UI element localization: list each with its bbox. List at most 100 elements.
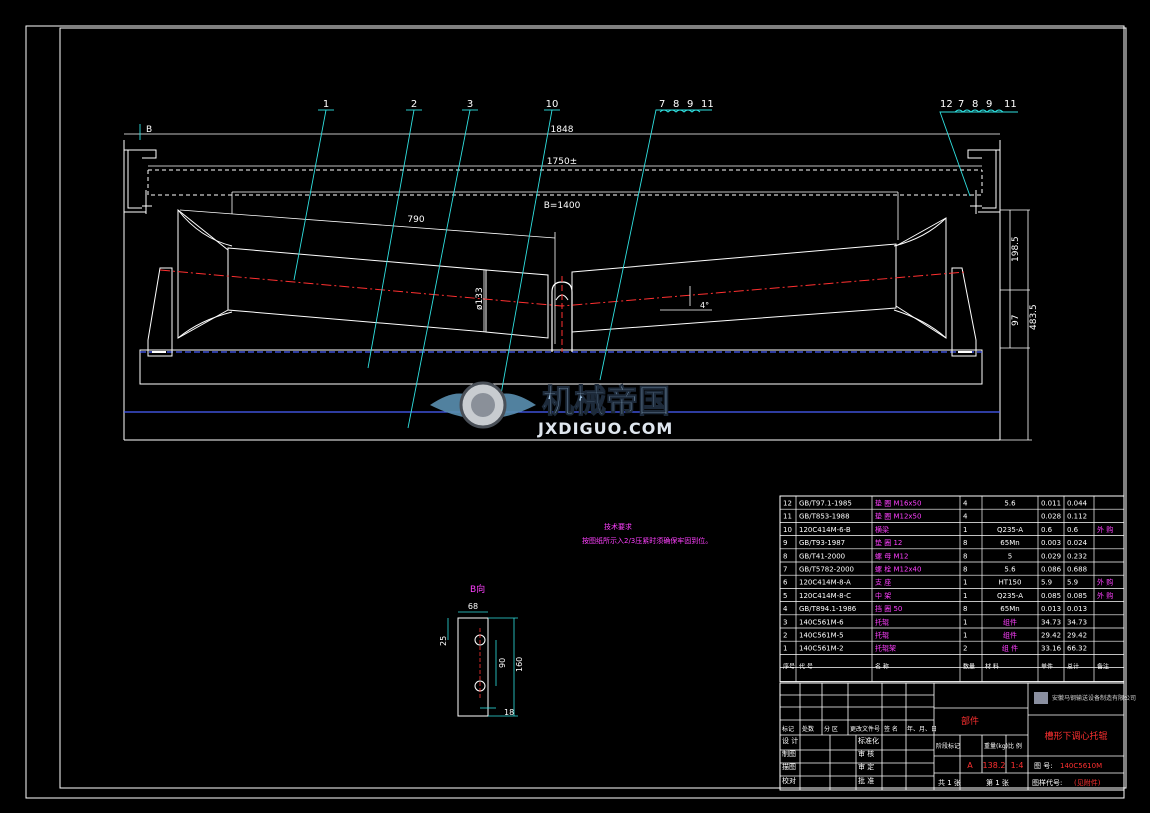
- bom-header-cell: 数量: [963, 662, 975, 670]
- detail-label: B向: [470, 583, 485, 595]
- bom-cell: 5.6: [1004, 566, 1016, 574]
- bom-cell: 0.6: [1067, 526, 1079, 534]
- bom-cell: 1: [963, 618, 967, 626]
- sign-row-label: 描图: [782, 762, 796, 771]
- company-name: 安徽马钢输送设备制造有限公司: [1052, 694, 1136, 702]
- bom-cell: 2: [783, 632, 787, 640]
- stage-value: A: [967, 761, 973, 770]
- bom-cell: 0.688: [1067, 566, 1087, 574]
- callout-2: 2: [411, 99, 417, 110]
- bom-cell: 1: [963, 526, 967, 534]
- rev-mark: 标记: [782, 725, 794, 733]
- bom-cell: 5: [783, 592, 787, 600]
- bom-cell: 0.011: [1041, 500, 1061, 508]
- bom-cell: 8: [963, 539, 967, 547]
- bom-cell: 120C414M-8-A: [799, 579, 851, 587]
- rev-docno: 更改文件号: [850, 725, 880, 733]
- bom-cell: 33.16: [1041, 645, 1062, 653]
- bom-header-cell: 序号: [783, 662, 795, 670]
- part-kind: 部件: [961, 715, 979, 727]
- dim-1750: 1750±: [547, 157, 577, 167]
- sheets-total: 共 1 张: [938, 778, 961, 787]
- bom-cell: 34.73: [1067, 618, 1087, 626]
- sign-row-label: 审 定: [858, 762, 874, 771]
- bom-cell: 0.024: [1067, 539, 1088, 547]
- sign-row-label: 批 准: [858, 776, 874, 785]
- drawing-name: 槽形下调心托辊: [1044, 730, 1107, 742]
- bom-cell: 5.9: [1067, 579, 1078, 587]
- bom-header-cell: 总计: [1067, 662, 1079, 670]
- bom-header-cell: 材 料: [985, 662, 999, 670]
- bom-cell: 11: [783, 513, 792, 521]
- rev-sign: 签 名: [884, 725, 898, 733]
- bom-cell: 12: [783, 500, 792, 508]
- bom-cell: 8: [963, 552, 967, 560]
- bom-cell: 4: [963, 513, 968, 521]
- bom-cell: 垫 圈 M12x50: [875, 512, 921, 521]
- bom-cell: Q235-A: [997, 526, 1023, 534]
- scale-label: 比 例: [1008, 742, 1022, 750]
- callout-group-right: 12 7 8 9 11: [940, 99, 1017, 110]
- bom-cell: 0.232: [1067, 552, 1087, 560]
- bom-cell: 29.42: [1067, 632, 1087, 640]
- bom-cell: GB/T5782-2000: [799, 566, 854, 574]
- sign-row-label: 校对: [782, 776, 796, 785]
- dim-133: ø133: [475, 287, 485, 310]
- bom-cell: 螺 栓 M12x40: [875, 565, 921, 574]
- callout-group-mid: 7 8 9 11: [659, 99, 714, 110]
- bom-cell: 横梁: [875, 525, 889, 534]
- bom-cell: 34.73: [1041, 618, 1061, 626]
- notes-line: 按图纸所示入2/3压紧时须确保牢固到位。: [582, 536, 712, 545]
- bom-cell: 10: [783, 526, 792, 534]
- bom-cell: HT150: [999, 579, 1022, 587]
- bom-cell: 4: [783, 605, 788, 613]
- bom-cell: 支 座: [875, 578, 891, 587]
- bom-cell: 托辊架: [875, 644, 896, 653]
- bom-cell: 7: [783, 566, 787, 574]
- inner-frame: [59, 27, 1127, 789]
- bom-cell: 65Mn: [1000, 539, 1019, 547]
- detail-dim-160: 160: [515, 657, 524, 672]
- bom-cell: GB/T97.1-1985: [799, 500, 852, 508]
- bom-cell: 0.029: [1041, 552, 1061, 560]
- callout-3: 3: [467, 99, 473, 110]
- bom-cell: 0.6: [1041, 526, 1053, 534]
- stage-label: 阶段标记: [936, 742, 960, 750]
- drawing-no: 140C5610M: [1060, 762, 1102, 770]
- bom-cell: 垫 圈 M16x50: [875, 499, 921, 508]
- base-label: 图样代号:: [1032, 778, 1062, 787]
- bom-header-cell: 名 称: [875, 662, 889, 670]
- bom-cell: 140C561M-2: [799, 645, 844, 653]
- tech-notes: 技术要求 按图纸所示入2/3压紧时须确保牢固到位。: [582, 522, 712, 545]
- bom-cell: 120C414M-8-C: [799, 592, 851, 600]
- bom-cell: 1: [963, 592, 967, 600]
- rev-count: 处数: [802, 725, 814, 733]
- bom-cell: 0.085: [1041, 592, 1061, 600]
- bom-cell: 65Mn: [1000, 605, 1019, 613]
- bom-header-cell: 单件: [1041, 662, 1053, 670]
- bom-cell: 组件: [1003, 617, 1017, 626]
- bom-cell: 4: [963, 500, 968, 508]
- watermark-logo: 机械帝国 JXDIGUO.COM: [430, 381, 672, 438]
- sign-row-label: 审 核: [858, 749, 874, 758]
- bom-cell: 6: [783, 579, 788, 587]
- bom-cell: 挡 圈 50: [875, 604, 902, 613]
- bom-cell: 140C561M-5: [799, 632, 844, 640]
- detail-dim-68: 68: [468, 602, 478, 611]
- bom-cell: 1: [963, 632, 967, 640]
- bom-cell: 螺 母 M12: [875, 551, 908, 560]
- bom-header-cell: 备注: [1097, 662, 1109, 670]
- notes-title: 技术要求: [604, 522, 632, 531]
- bom-cell: 0.013: [1067, 605, 1087, 613]
- dim-198: 198.5: [1011, 236, 1021, 262]
- company-logo: [1034, 692, 1048, 704]
- main-view: 1 2 3 10 7 8 9 11 12 7 8 9 11 B 1848 175…: [123, 99, 1039, 441]
- bom-cell: 组 件: [1002, 644, 1018, 653]
- svg-text:8: 8: [972, 99, 978, 110]
- bom-cell: 1: [783, 645, 787, 653]
- bom-cell: 8: [963, 605, 967, 613]
- bom-cell: GB/T93-1987: [799, 539, 845, 547]
